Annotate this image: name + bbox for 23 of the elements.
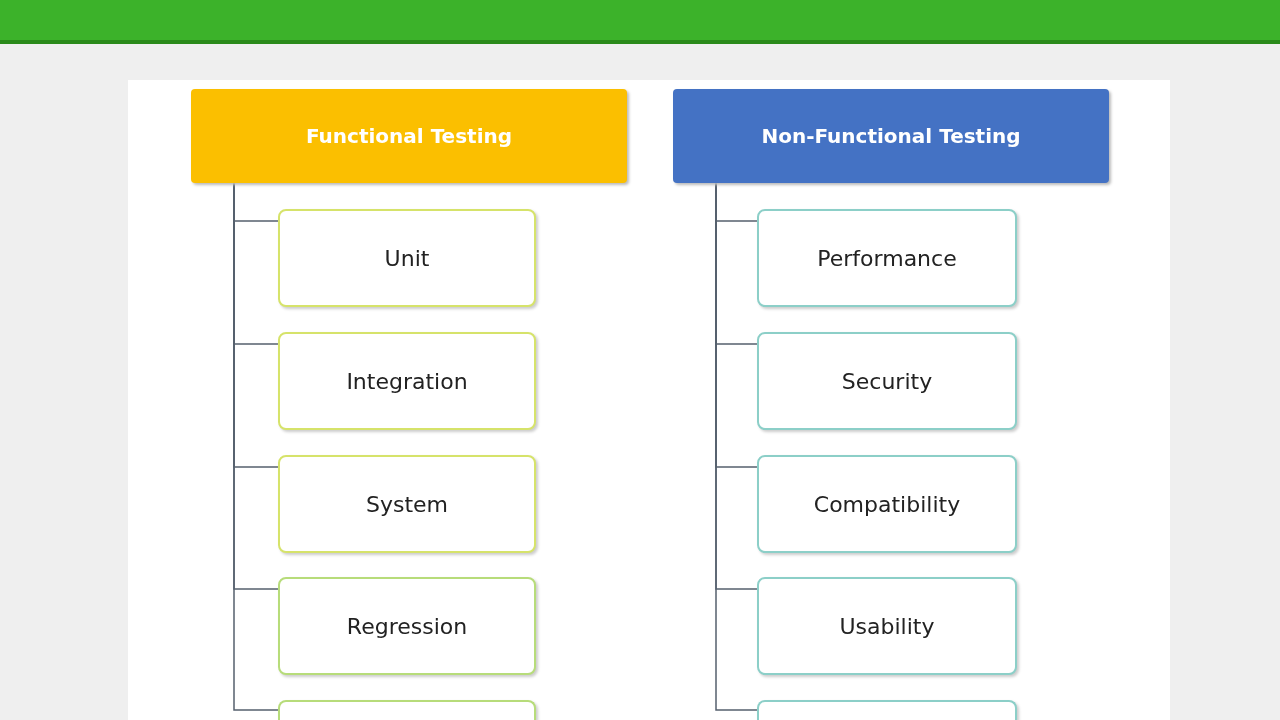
test-type-box <box>757 455 1017 553</box>
test-type-box <box>757 209 1017 307</box>
header-label: Non-Functional Testing <box>760 123 1022 150</box>
category-header <box>191 89 627 183</box>
test-type-box <box>757 332 1017 430</box>
header-label: Functional Testing <box>304 123 514 150</box>
box-label: Unit <box>383 244 431 273</box>
test-type-box <box>757 577 1017 675</box>
box-label: Regression <box>345 612 469 641</box>
box-label: Usability <box>838 612 936 641</box>
test-type-box <box>757 700 1017 720</box>
test-type-box <box>278 577 536 675</box>
test-type-box <box>278 700 536 720</box>
test-type-box <box>278 455 536 553</box>
category-header <box>673 89 1109 183</box>
box-label: Performance <box>816 244 958 273</box>
box-label: Integration <box>345 367 469 396</box>
test-type-box <box>278 209 536 307</box>
test-type-box <box>278 332 536 430</box>
box-label: System <box>364 490 449 519</box>
title-band <box>0 0 1280 44</box>
box-label: Compatibility <box>812 490 962 519</box>
box-label: Security <box>840 367 934 396</box>
